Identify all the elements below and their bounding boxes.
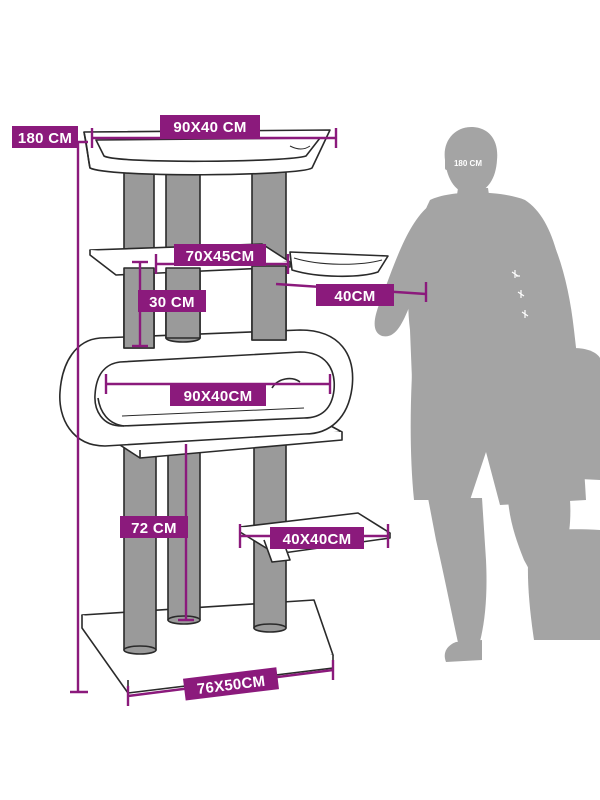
label-cave: 90X40CM bbox=[170, 384, 266, 406]
label-hammock-reach: 40CM bbox=[316, 284, 394, 306]
label-upper-platform-text: 70X45CM bbox=[186, 248, 255, 265]
label-top-bed-text: 90X40 CM bbox=[173, 119, 246, 136]
label-total-height-text: 180 CM bbox=[18, 130, 72, 147]
label-lower-gap: 72 CM bbox=[120, 516, 188, 538]
shirt-print bbox=[511, 270, 529, 318]
person-height-label-box bbox=[445, 156, 491, 170]
person-silhouette bbox=[374, 126, 600, 662]
lower-post-left bbox=[123, 439, 157, 655]
label-side-platform-text: 40X40CM bbox=[283, 531, 352, 548]
cat-tree bbox=[59, 129, 391, 694]
label-upper-gap-text: 30 CM bbox=[149, 294, 195, 311]
label-cave-text: 90X40CM bbox=[184, 388, 253, 405]
label-upper-gap: 30 CM bbox=[138, 290, 206, 312]
label-upper-platform: 70X45CM bbox=[174, 244, 266, 266]
label-hammock-reach-text: 40CM bbox=[334, 288, 375, 305]
top-bed bbox=[83, 129, 331, 176]
label-side-platform: 40X40CM bbox=[270, 527, 364, 549]
label-total-height: 180 CM bbox=[12, 126, 78, 148]
person-height-label: 180 CM bbox=[454, 159, 482, 168]
hammock bbox=[289, 251, 389, 278]
label-top-bed: 90X40 CM bbox=[160, 115, 260, 137]
label-lower-gap-text: 72 CM bbox=[131, 520, 177, 537]
